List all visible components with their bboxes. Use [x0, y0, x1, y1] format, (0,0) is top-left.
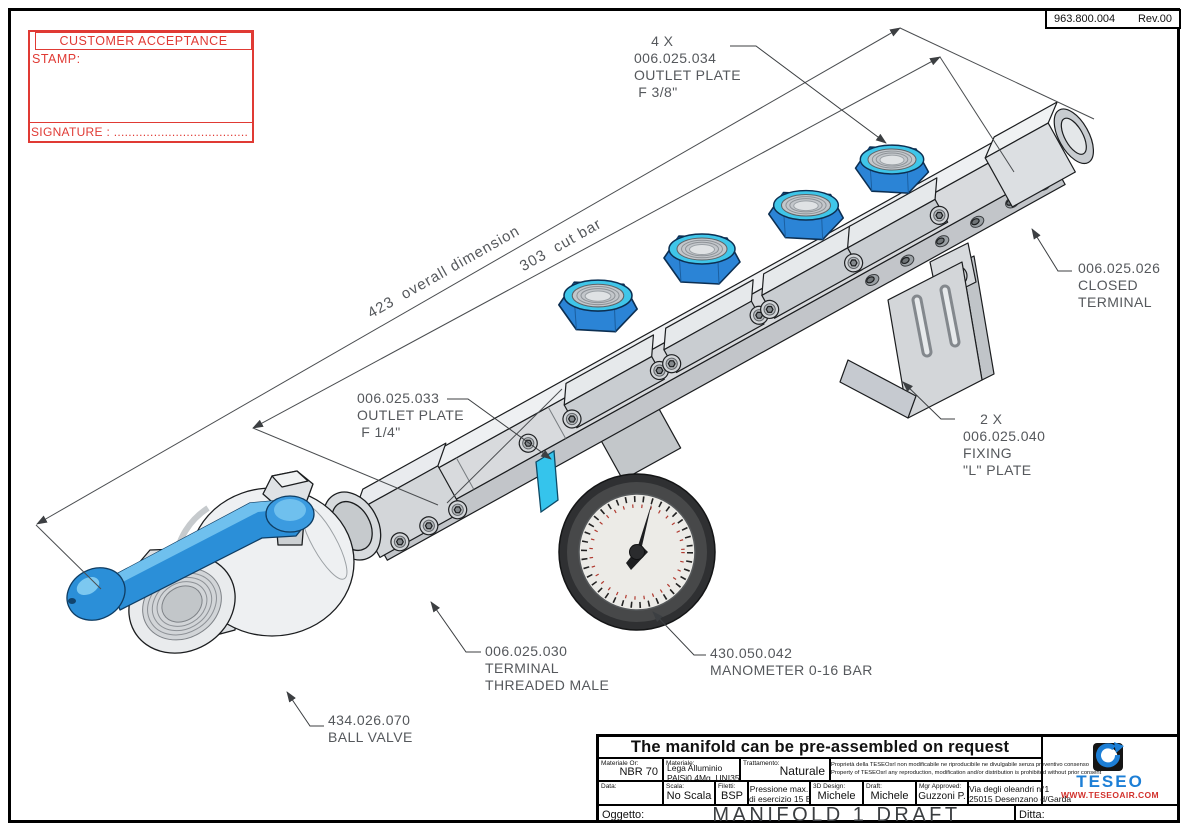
draft-label: Draft: — [866, 783, 882, 790]
callout-terminal-threaded-male: 006.025.030 TERMINAL THREADED MALE — [485, 643, 610, 693]
materiale-or-label: Materiale Or: — [601, 760, 639, 767]
teseo-logo-url: WWW.TESEOAIR.COM — [1060, 790, 1159, 800]
cell-data: Data: — [598, 781, 663, 805]
callout-manometer: 430.050.042 MANOMETER 0-16 BAR — [710, 645, 873, 678]
doc-number: 963.800.004 — [1054, 13, 1116, 25]
outlet-plate-14-blue-edge — [535, 449, 559, 514]
title-block: The manifold can be pre-assembled on req… — [596, 734, 1180, 826]
cell-scala: Scala: No Scala — [663, 781, 715, 805]
leader-fixing-plate — [902, 381, 955, 420]
cell-oggetto: Oggetto: MANIFOLD 1 DRAFT — [598, 804, 1015, 826]
scala-value: No Scala — [666, 790, 712, 802]
cell-materiale: Materiale: Lega Alluminio PAlSi0,4Mg UNI… — [663, 758, 749, 782]
leader-terminal-male — [430, 601, 481, 653]
manometer-gauge — [558, 473, 716, 631]
callout-closed-terminal: 006.025.026 CLOSED TERMINAL — [1078, 260, 1161, 310]
materiale-label: Materiale: — [666, 760, 695, 767]
leader-ball-valve — [286, 691, 324, 727]
draft-value: Michele — [870, 790, 909, 802]
manifold-bar — [354, 101, 1095, 561]
outlet-nut-1 — [558, 279, 638, 333]
cell-address: Via degli oleandri n°1 25015 Desenzano d… — [968, 781, 1071, 805]
leader-closed-terminal — [1031, 228, 1072, 272]
leader-outlet-38 — [730, 45, 887, 144]
dimension-lines — [35, 27, 1095, 590]
address-value: Via degli oleandri n°1 25015 Desenzano d… — [969, 784, 1071, 804]
trattamento-value: Naturale — [779, 764, 825, 778]
filetti-label: Filetti: — [718, 783, 736, 790]
callout-outlet-plate-38: 4 X 006.025.034 OUTLET PLATE F 3/8" — [634, 33, 741, 100]
cell-pressione: Pressione max. di esercizio 15 Bar — [748, 781, 819, 805]
sheet-border — [8, 8, 1180, 823]
design-label: 3D Design: — [813, 783, 846, 790]
design-value: Michele — [817, 790, 856, 802]
doc-revision: Rev.00 — [1137, 13, 1172, 25]
dimension-label-overall: 423 overall dimension — [365, 222, 523, 322]
title-block-note: The manifold can be pre-assembled on req… — [598, 736, 1042, 758]
materiale-value: Lega Alluminio PAlSi0,4Mg UNI3569 — [667, 763, 750, 783]
oggetto-value: MANIFOLD 1 DRAFT — [712, 804, 961, 826]
ditta-label: Ditta: — [1019, 809, 1045, 821]
leader-manometer — [652, 611, 706, 656]
cell-filetti: Filetti: BSP — [715, 781, 748, 805]
filetti-value: BSP — [720, 790, 743, 802]
closed-terminal-block — [984, 101, 1095, 208]
cell-draft: Draft: Michele — [863, 781, 916, 805]
teseo-logo-text: TESEO — [1076, 772, 1144, 791]
cell-ditta: Ditta: — [1015, 805, 1178, 821]
cell-proprietary: Proprietà della TESEOsrl non modificabil… — [830, 758, 1101, 781]
materiale-or-value: NBR 70 — [619, 766, 658, 778]
cell-3d-design: 3D Design: Michele — [810, 781, 863, 805]
pressione-value: Pressione max. di esercizio 15 Bar — [749, 784, 819, 804]
trattamento-label: Trattamento: — [743, 760, 780, 767]
approved-value: Guzzoni P. — [918, 791, 966, 802]
cell-trattamento: Trattamento: Naturale — [740, 758, 830, 781]
leader-lines — [286, 45, 1072, 727]
callout-ball-valve: 434.026.070 BALL VALVE — [328, 712, 413, 745]
oggetto-label: Oggetto: — [602, 809, 645, 821]
callout-fixing-l-plate: 2 X 006.025.040 FIXING "L" PLATE — [963, 411, 1046, 478]
outlet-nut-2 — [663, 233, 741, 285]
cell-approved: Mgr Approved: Guzzoni P. — [916, 781, 968, 805]
data-label: Data: — [601, 783, 617, 790]
teseo-logo-cell: TESEO WWW.TESEOAIR.COM — [1042, 736, 1178, 805]
leader-outlet-14 — [447, 398, 552, 460]
doc-reference-box: 963.800.004 Rev.00 — [1045, 9, 1181, 29]
scala-label: Scala: — [666, 783, 685, 790]
dimension-line-cutbar — [252, 56, 941, 429]
callout-outlet-plate-14: 006.025.033 OUTLET PLATE F 1/4" — [357, 390, 464, 440]
teseo-logo-icon — [1093, 742, 1124, 771]
cell-materiale-or: Materiale Or: NBR 70 — [598, 758, 663, 781]
approved-label: Mgr Approved: — [919, 783, 962, 790]
ball-valve — [66, 470, 382, 654]
